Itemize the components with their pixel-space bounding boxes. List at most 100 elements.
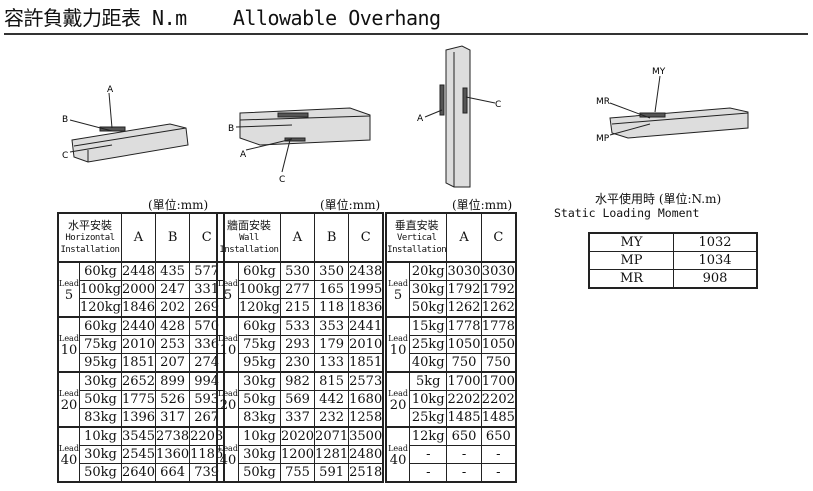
load-cell: 60kg xyxy=(78,261,122,281)
vertical-diagram xyxy=(424,45,496,188)
value-cell: 230 xyxy=(279,353,316,373)
load-cell: 83kg xyxy=(237,408,281,428)
lead-value: 40 xyxy=(219,452,237,468)
table-row: --- xyxy=(386,463,517,483)
lead-word: Lead xyxy=(388,278,409,288)
value-cell: 1700 xyxy=(446,371,482,391)
value-cell: 1680 xyxy=(348,390,384,409)
value-cell: 570 xyxy=(189,316,225,336)
header-zh: 牆面安裝 xyxy=(226,218,271,232)
value-cell: 207 xyxy=(155,353,191,373)
header-en: Vertical xyxy=(397,232,437,243)
load-cell: 40kg xyxy=(409,353,448,373)
value-cell: 435 xyxy=(155,261,191,281)
value-cell: 577 xyxy=(189,261,225,281)
value-cell: 1851 xyxy=(120,353,157,373)
load-cell: 10kg xyxy=(409,390,448,409)
page-title: 容許負戴力距表 N.m Allowable Overhang xyxy=(4,6,441,30)
value-cell: - xyxy=(446,445,482,464)
value-cell: 750 xyxy=(446,353,482,373)
value-cell: 1050 xyxy=(480,335,517,354)
load-cell: 95kg xyxy=(237,353,281,373)
value-cell: 232 xyxy=(314,408,350,428)
value-cell: 2480 xyxy=(348,445,384,464)
label-c: C xyxy=(279,175,285,185)
lead-word: Lead xyxy=(59,333,79,343)
value-cell: 253 xyxy=(155,335,191,354)
value-cell: 2573 xyxy=(348,371,384,391)
load-cell: 30kg xyxy=(237,371,281,391)
load-cell: 30kg xyxy=(237,445,281,464)
moment-value: 1034 xyxy=(673,251,758,270)
value-cell: 739 xyxy=(189,463,225,483)
value-cell: 353 xyxy=(314,316,350,336)
moment-title-zh: 水平使用時 (單位:N.m) xyxy=(595,192,722,206)
load-cell: - xyxy=(409,445,448,464)
value-cell: - xyxy=(446,463,482,483)
installation-diagrams: A B C B A C A C MY MR MP xyxy=(62,45,749,188)
header-zh: 垂直安裝 xyxy=(394,218,439,232)
value-cell: 2738 xyxy=(155,426,191,446)
load-cell: - xyxy=(409,463,448,483)
value-cell: 755 xyxy=(279,463,316,483)
load-cell: 120kg xyxy=(237,298,281,318)
load-cell: 10kg xyxy=(237,426,281,446)
lead-value: 5 xyxy=(64,287,74,303)
value-cell: 815 xyxy=(314,371,350,391)
value-cell: 750 xyxy=(480,353,517,373)
value-cell: 179 xyxy=(314,335,350,354)
load-cell: 50kg xyxy=(78,390,122,409)
header-en: Installation xyxy=(219,244,279,255)
moment-value: 1032 xyxy=(673,232,758,252)
label-b: B xyxy=(228,124,234,134)
load-cell: 15kg xyxy=(409,316,448,336)
value-cell: 1396 xyxy=(120,408,157,428)
value-cell: 3030 xyxy=(480,261,517,281)
load-cell: 75kg xyxy=(237,335,281,354)
label-a: A xyxy=(417,114,424,124)
value-cell: 1185 xyxy=(189,445,225,464)
value-cell: 1262 xyxy=(446,298,482,318)
value-cell: 2448 xyxy=(120,261,157,281)
value-cell: 165 xyxy=(314,280,350,299)
load-cell: 100kg xyxy=(78,280,122,299)
load-cell: 10kg xyxy=(78,426,122,446)
load-cell: 12kg xyxy=(409,426,448,446)
lead-value: 40 xyxy=(60,452,78,468)
value-cell: 2640 xyxy=(120,463,157,483)
moment-name: MP xyxy=(588,251,674,270)
label-mr: MR xyxy=(596,97,610,107)
value-cell: 1851 xyxy=(348,353,384,373)
unit-label: (單位:mm) xyxy=(320,198,381,212)
load-cell: 50kg xyxy=(78,463,122,483)
value-cell: 1778 xyxy=(446,316,482,336)
value-cell: 530 xyxy=(279,261,316,281)
value-cell: 1281 xyxy=(314,445,350,464)
column-header: C xyxy=(480,212,517,263)
horizontal-diagram xyxy=(69,92,189,163)
value-cell: 593 xyxy=(189,390,225,409)
value-cell: 337 xyxy=(279,408,316,428)
wall-diagram xyxy=(235,107,371,173)
value-cell: 133 xyxy=(314,353,350,373)
